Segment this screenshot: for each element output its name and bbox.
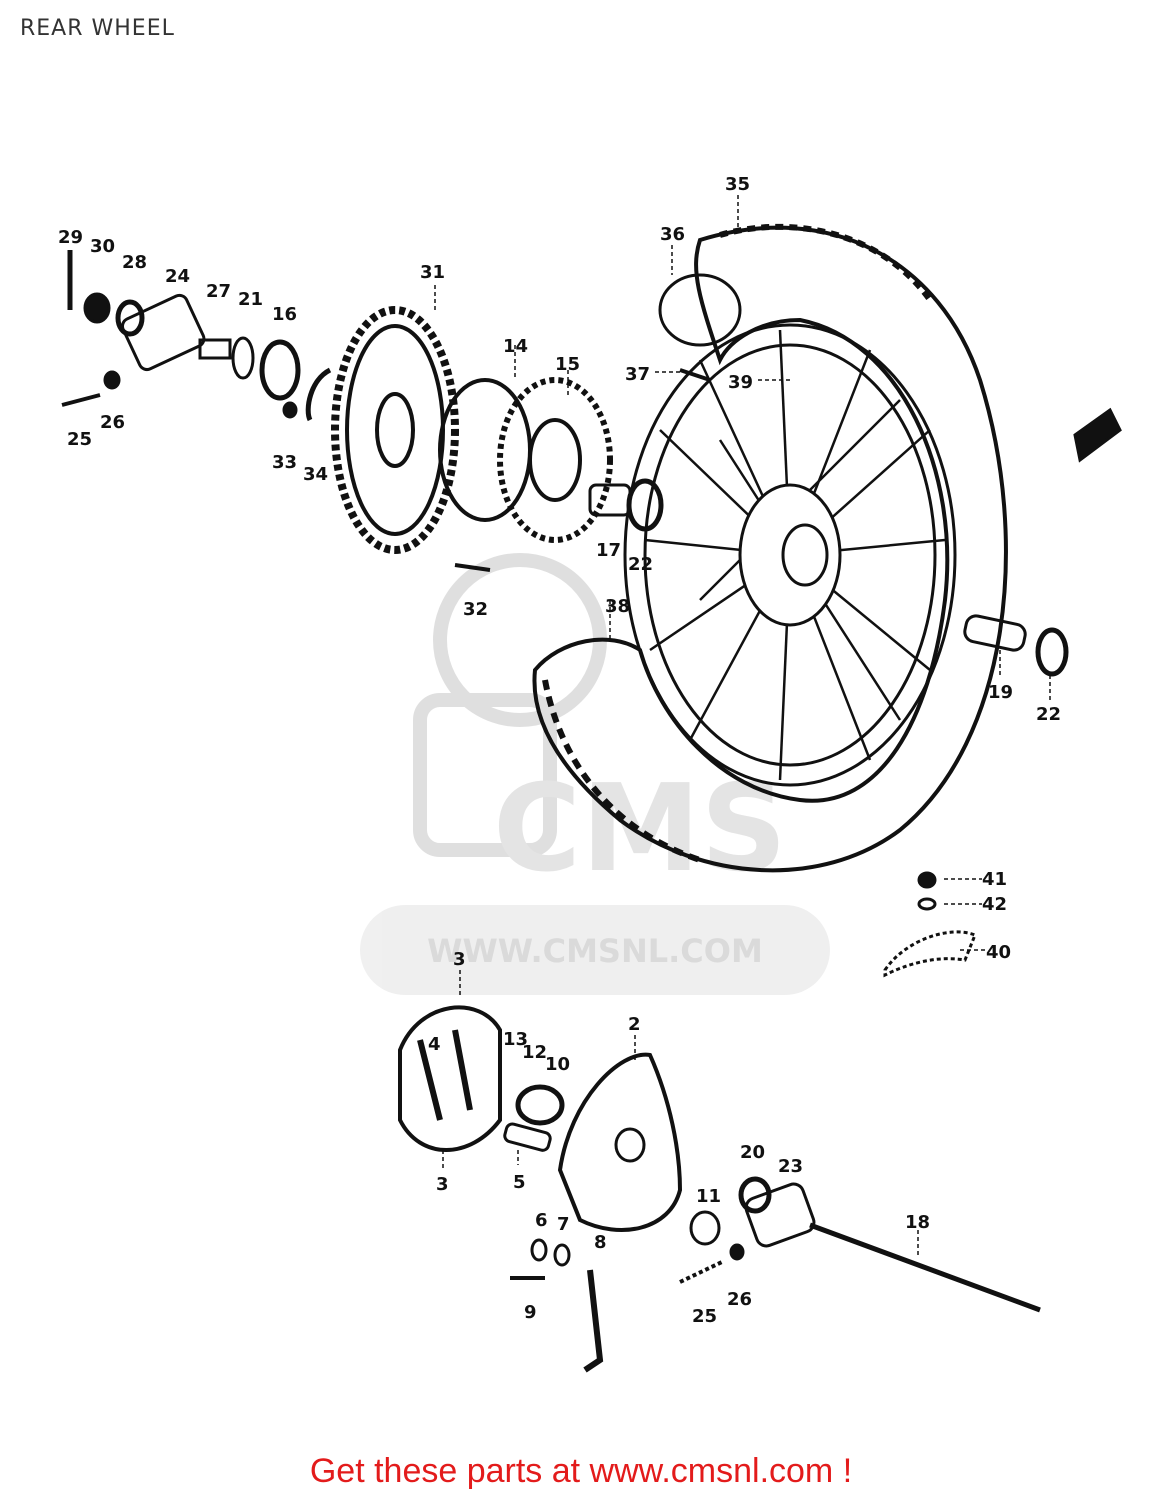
callout-22-right: 22 <box>1036 704 1061 725</box>
callout-33: 33 <box>272 452 297 473</box>
callout-29: 29 <box>58 227 83 248</box>
callout-40: 40 <box>986 942 1011 963</box>
callout-25-top: 25 <box>67 429 92 450</box>
callout-31: 31 <box>420 262 445 283</box>
callout-3-top: 3 <box>453 949 466 970</box>
callout-38: 38 <box>605 596 630 617</box>
left-axle-parts <box>61 250 664 572</box>
callout-34: 34 <box>303 464 328 485</box>
hub <box>738 483 842 627</box>
watermark-text: WWW.CMSNL.COM <box>427 932 763 970</box>
callout-27: 27 <box>206 281 231 302</box>
callout-42: 42 <box>982 894 1007 915</box>
callout-28: 28 <box>122 252 147 273</box>
callout-8: 8 <box>594 1232 607 1253</box>
callout-22-hub: 22 <box>628 554 653 575</box>
callout-4: 4 <box>428 1034 441 1055</box>
wheel-assembly <box>532 223 1008 873</box>
callout-35: 35 <box>725 174 750 195</box>
leader-lines <box>434 195 1051 1255</box>
callout-18: 18 <box>905 1212 930 1233</box>
callout-14: 14 <box>503 336 528 357</box>
callout-5: 5 <box>513 1172 526 1193</box>
callout-19: 19 <box>988 682 1013 703</box>
footer-link[interactable]: Get these parts at www.cmsnl.com ! <box>309 1452 853 1490</box>
sprocket-hub <box>438 377 613 543</box>
callout-10: 10 <box>545 1054 570 1075</box>
callout-20: 20 <box>740 1142 765 1163</box>
callout-7: 7 <box>557 1214 570 1235</box>
callout-26-top: 26 <box>100 412 125 433</box>
callout-39: 39 <box>728 372 753 393</box>
callout-17: 17 <box>596 540 621 561</box>
callout-24: 24 <box>165 266 190 287</box>
callout-41: 41 <box>982 869 1007 890</box>
callout-25-bottom: 25 <box>692 1306 717 1327</box>
callout-30: 30 <box>90 236 115 257</box>
callout-labels: 35 36 29 30 28 24 27 21 16 31 14 15 37 3… <box>58 174 1061 1327</box>
footer-link-container: Get these parts at www.cmsnl.com ! <box>0 1452 1162 1491</box>
callout-6: 6 <box>535 1210 548 1231</box>
callout-3-bottom: 3 <box>436 1174 449 1195</box>
callout-11: 11 <box>696 1186 721 1207</box>
callout-26-bottom: 26 <box>727 1289 752 1310</box>
callout-13: 13 <box>503 1029 528 1050</box>
rear-sprocket <box>331 306 459 554</box>
right-axle-parts <box>883 407 1122 978</box>
callout-36: 36 <box>660 224 685 245</box>
page-title: REAR WHEEL <box>20 16 175 41</box>
inner-tube <box>658 273 742 347</box>
callout-12: 12 <box>522 1042 547 1063</box>
brake-assembly <box>398 1005 1041 1373</box>
callout-2: 2 <box>628 1014 641 1035</box>
callout-37: 37 <box>625 364 650 385</box>
rim <box>623 323 957 787</box>
watermark: CMS WWW.CMSNL.COM <box>360 553 830 995</box>
callout-15: 15 <box>555 354 580 375</box>
svg-text:CMS: CMS <box>493 760 787 899</box>
callout-9: 9 <box>524 1302 537 1323</box>
callout-21: 21 <box>238 289 263 310</box>
callout-16: 16 <box>272 304 297 325</box>
callout-23: 23 <box>778 1156 803 1177</box>
callout-32: 32 <box>463 599 488 620</box>
